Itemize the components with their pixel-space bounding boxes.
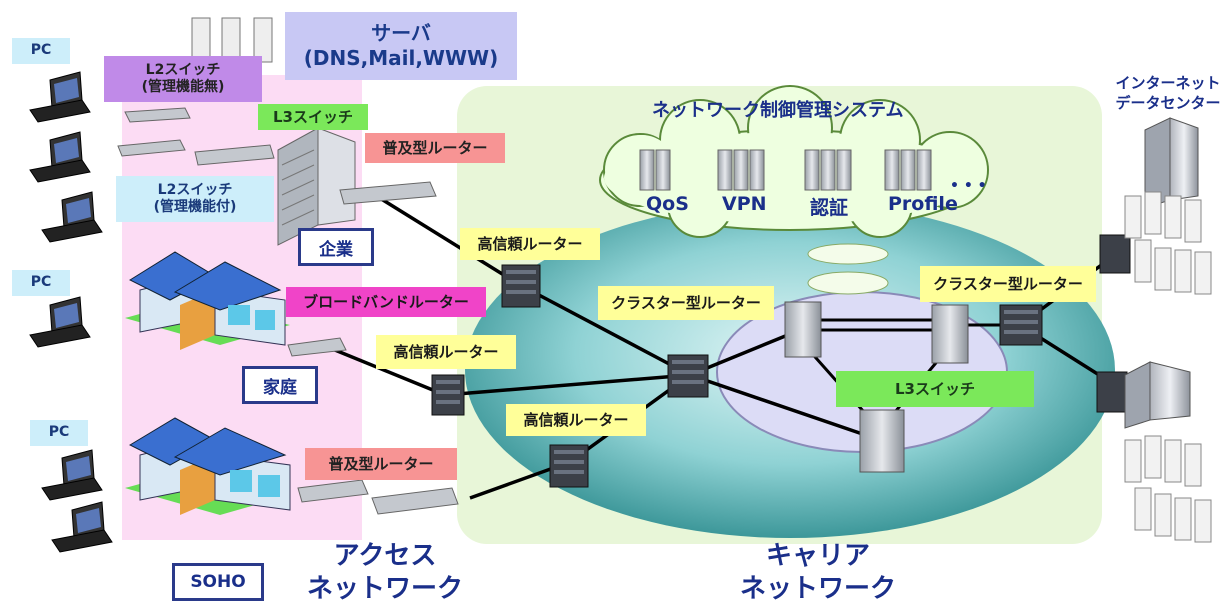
qos-label: QoS [646,193,689,215]
top-servers [191,17,273,63]
idc-building-1 [1144,117,1199,209]
cluster-router-label-2: クラスター型ルーター [920,266,1096,302]
pc-label-1: PC [12,38,70,64]
enterprise-label: 企業 [298,228,374,266]
hr-router-label-2: 高信頼ルーター [376,335,516,369]
bubble-small-2 [807,271,889,295]
popular-router-top-label: 普及型ルーター [365,133,505,163]
l2-switch-unmanaged-label: L2スイッチ (管理機能無) [104,56,262,102]
auth-label: 認証 [810,197,849,219]
pc-label-2: PC [12,270,70,296]
carrier-network-label: キャリア ネットワーク [739,541,896,604]
access-switches [117,107,459,515]
hr-router-label-1: 高信頼ルーター [460,228,600,260]
l2-switch-managed-label: L2スイッチ (管理機能付) [116,176,274,222]
l3-switch-access-label: L3スイッチ [258,104,368,130]
bubble-small-1 [807,243,889,265]
idc-building-2 [1124,361,1191,429]
soho-label: SOHO [172,563,264,601]
broadband-router-label: ブロードバンドルーター [286,287,486,317]
house-home-2 [173,261,286,350]
idc-label: インターネット データセンター [1115,74,1221,112]
cluster-router-label-1: クラスター型ルーター [598,286,774,320]
nms-servers [639,149,932,191]
home-label: 家庭 [242,366,318,404]
access-network-label: アクセス ネットワーク [306,541,463,604]
server-label: サーバ (DNS,Mail,WWW) [285,12,517,80]
nms-title: ネットワーク制御管理システム [652,100,904,121]
l3-switch-core-label: L3スイッチ [836,371,1034,407]
pc-label-3: PC [30,420,88,446]
ellipsis: • • • [950,178,987,194]
vpn-label: VPN [722,193,767,215]
cluster-racks [784,301,969,473]
hr-router-label-3: 高信頼ルーター [506,404,646,436]
house-soho-2 [173,427,291,515]
popular-router-bottom-label: 普及型ルーター [305,448,457,480]
profile-label: Profile [888,193,958,215]
idc-servers [1124,191,1212,543]
